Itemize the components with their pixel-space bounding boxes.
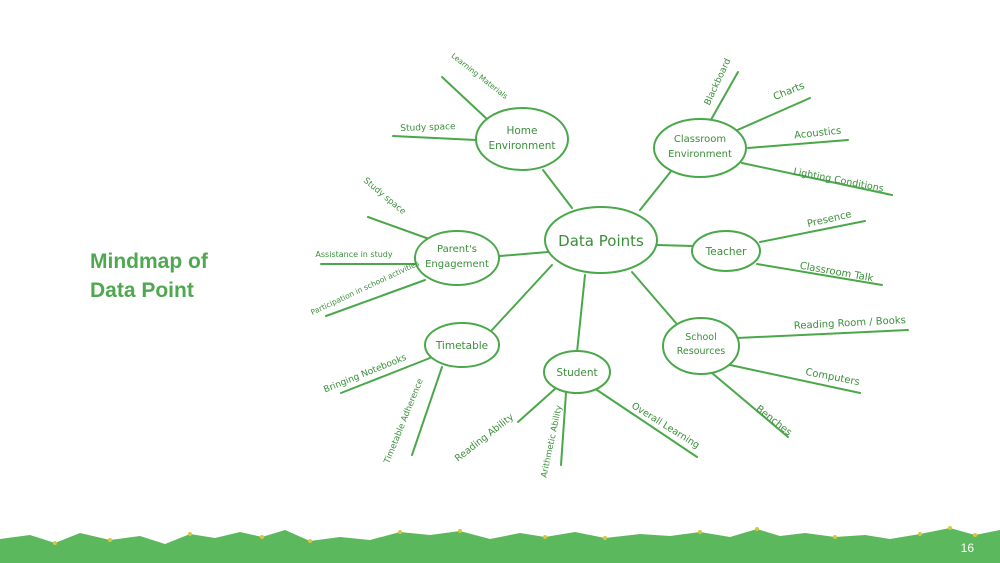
leaf-computers: Computers (804, 367, 860, 388)
grass-footer (0, 526, 1000, 563)
connector-resources (631, 271, 677, 324)
slide-title: Mindmap of Data Point (90, 247, 290, 305)
connector-timetable (491, 264, 553, 331)
branch-line-reading-room (736, 329, 909, 339)
branch-line-charts (732, 97, 811, 133)
branch-line-computers (729, 364, 861, 394)
leaf-overall-learning: Overall Learning (629, 400, 701, 451)
node-timetable: Timetable (424, 322, 500, 368)
node-classroom-label1: Classroom (674, 134, 726, 145)
node-school-resources: School Resources (662, 317, 740, 375)
slide-title-line1: Mindmap of (90, 250, 208, 273)
connector-classroom (639, 169, 673, 211)
leaf-timetable-adherence: Timetable Adherence (382, 377, 426, 466)
leaf-assistance-in-study: Assistance in study (315, 250, 392, 259)
branch-line-acoustics (747, 139, 849, 149)
branch-line-participation (325, 279, 426, 317)
node-resources-label2: Resources (677, 346, 726, 357)
node-home-environment: Home Environment (475, 107, 569, 171)
slide-title-line2: Data Point (90, 279, 194, 302)
node-teacher: Teacher (691, 230, 761, 272)
branch-line-benches (711, 372, 789, 438)
connector-teacher (656, 244, 694, 247)
leaf-reading-ability: Reading Ability (453, 411, 516, 464)
page-number: 16 (960, 541, 974, 555)
branch-line-classroom-talk (756, 263, 883, 286)
leaf-arithmetic-ability: Arithmetic Ability (539, 405, 564, 479)
node-parents-label2: Engagement (425, 259, 489, 270)
leaf-home-study-space: Study space (400, 122, 456, 134)
node-home-label2: Environment (488, 140, 555, 152)
branch-line-reading-ability (517, 387, 557, 423)
leaf-reading-room-books: Reading Room / Books (794, 315, 907, 332)
branch-line-lighting (741, 162, 893, 196)
branch-line-home-study-space (392, 135, 477, 141)
connector-student (576, 274, 586, 353)
node-parents-engagement: Parent's Engagement (414, 230, 500, 286)
leaf-parents-study-space: Study space (361, 176, 407, 217)
node-data-points: Data Points (544, 206, 658, 274)
node-classroom-label2: Environment (668, 149, 732, 160)
connector-parents (499, 251, 549, 257)
node-classroom-environment: Classroom Environment (653, 118, 747, 178)
leaf-bringing-notebooks: Bringing Notebooks (322, 353, 408, 396)
leaf-blackboard: Blackboard (703, 57, 733, 107)
branch-line-timetable-adherence (411, 366, 443, 456)
branch-line-blackboard (707, 71, 739, 126)
connector-home (542, 169, 573, 209)
leaf-acoustics: Acoustics (794, 126, 842, 142)
leaf-presence: Presence (806, 209, 853, 230)
node-home-label1: Home (506, 125, 537, 137)
branch-line-presence (759, 220, 866, 243)
branch-line-parents-study-space (367, 216, 433, 241)
leaf-benches: Benches (753, 404, 793, 439)
branch-line-arithmetic-ability (560, 392, 567, 466)
node-resources-label1: School (685, 332, 717, 343)
node-data-points-label: Data Points (558, 232, 644, 250)
branch-line-overall-learning (593, 387, 698, 458)
node-teacher-label: Teacher (705, 246, 747, 258)
leaf-lighting-conditions: Lighting Conditions (792, 166, 884, 194)
node-timetable-label: Timetable (435, 340, 488, 352)
leaf-charts: Charts (772, 80, 806, 102)
branch-line-learning-materials (441, 76, 489, 121)
node-student: Student (543, 350, 611, 394)
branch-line-bringing-notebooks (340, 357, 431, 394)
grass-band (0, 528, 1000, 563)
node-parents-label1: Parent's (437, 244, 477, 255)
grass-dots (53, 526, 977, 545)
leaf-classroom-talk: Classroom Talk (799, 261, 874, 285)
node-student-label: Student (556, 367, 597, 379)
